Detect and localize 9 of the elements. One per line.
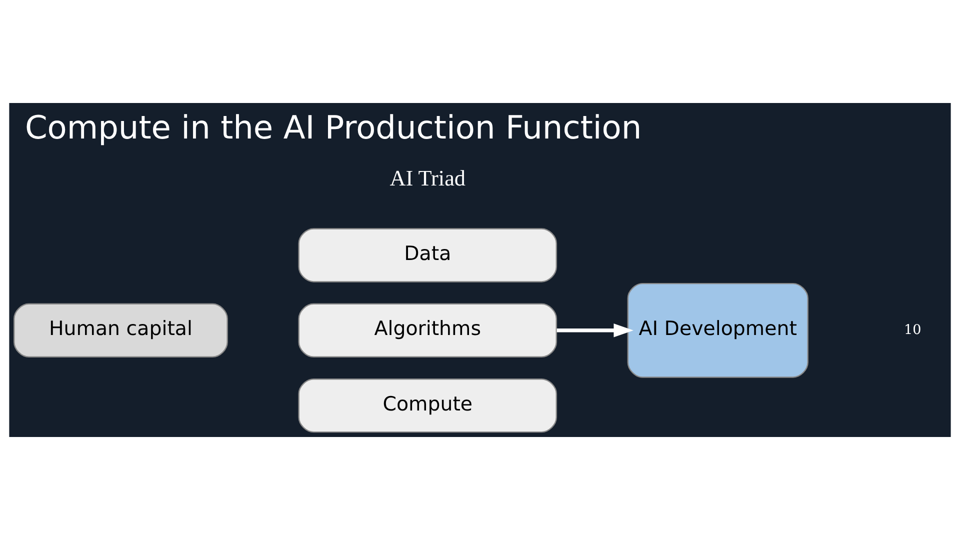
arrow: [556, 323, 634, 338]
node-box: Compute: [298, 378, 558, 433]
label: 10: [904, 322, 922, 338]
node-box: Algorithms: [298, 303, 558, 358]
label: AI Triad: [390, 165, 466, 190]
node-box: AI Development: [627, 282, 808, 378]
diagram-title: Compute in the AI Production Function: [24, 108, 642, 146]
node-box: Human capital: [14, 303, 228, 358]
node-box: Data: [298, 228, 558, 282]
